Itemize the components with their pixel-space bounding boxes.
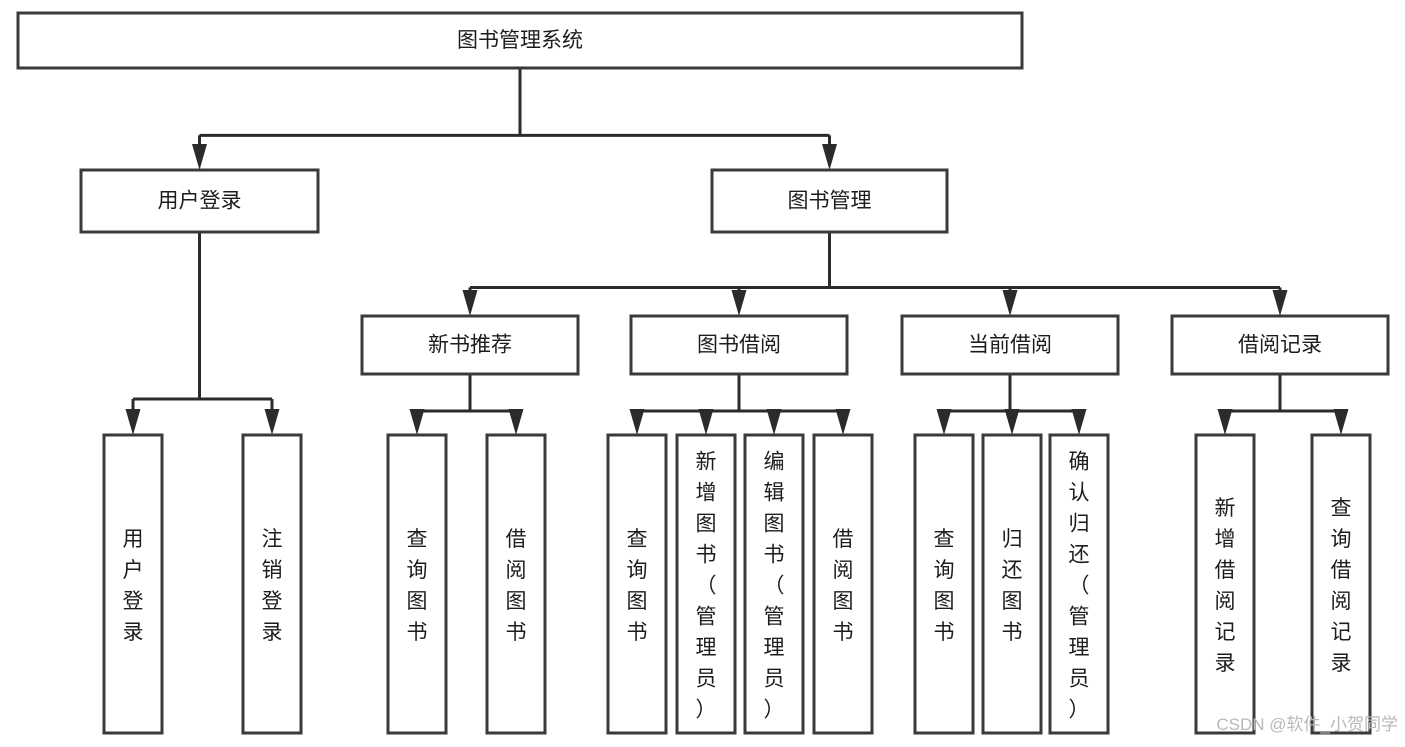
node-leaf-query-book-3[interactable]: 查询图书 [913, 433, 975, 735]
node-leaf-query-book-2[interactable]: 查询图书 [606, 433, 668, 735]
node-box-leaf-borrow-book-1 [485, 433, 547, 735]
node-label-leaf-query-book-1: 查询图书 [407, 528, 428, 644]
node-leaf-query-record[interactable]: 查询借阅记录 [1310, 433, 1372, 735]
node-box-leaf-add-book [675, 433, 737, 735]
node-box-current-borrow [900, 314, 1120, 376]
node-leaf-borrow-book-1[interactable]: 借阅图书 [485, 433, 547, 735]
node-box-leaf-borrow-book-2 [812, 433, 874, 735]
node-box-root [16, 11, 1024, 70]
node-leaf-logout[interactable]: 注销登录 [241, 433, 303, 735]
node-label-leaf-query-book-3: 查询图书 [934, 528, 955, 644]
node-layer: 图书管理系统用户登录图书管理新书推荐图书借阅当前借阅借阅记录用户登录注销登录查询… [16, 11, 1390, 735]
node-box-user-login [79, 168, 320, 234]
node-label-leaf-user-login: 用户登录 [123, 528, 144, 644]
connector-layer [125, 68, 1349, 435]
node-label-leaf-return-book: 归还图书 [1002, 528, 1023, 644]
node-box-leaf-add-record [1194, 433, 1256, 735]
node-label-leaf-borrow-book-2: 借阅图书 [833, 528, 854, 644]
node-label-book-manage: 图书管理 [788, 190, 872, 213]
node-label-book-borrow: 图书借阅 [697, 334, 781, 357]
node-box-leaf-query-book-2 [606, 433, 668, 735]
node-box-leaf-return-book [981, 433, 1043, 735]
node-label-leaf-add-record: 新增借阅记录 [1215, 497, 1236, 675]
node-label-leaf-confirm-return: 确认归还（管理员） [1069, 451, 1090, 722]
node-root[interactable]: 图书管理系统 [16, 11, 1024, 70]
node-leaf-add-book[interactable]: 新增图书（管理员） [675, 433, 737, 735]
node-label-leaf-borrow-book-1: 借阅图书 [506, 528, 527, 644]
node-label-new-book-rec: 新书推荐 [428, 334, 512, 357]
csdn-watermark: CSDN @软件_小贺同学 [1216, 715, 1398, 734]
node-current-borrow[interactable]: 当前借阅 [900, 314, 1120, 376]
node-box-leaf-query-record [1310, 433, 1372, 735]
node-box-leaf-confirm-return [1048, 433, 1110, 735]
node-book-borrow[interactable]: 图书借阅 [629, 314, 849, 376]
node-box-leaf-logout [241, 433, 303, 735]
node-label-leaf-query-book-2: 查询图书 [627, 528, 648, 644]
node-box-book-manage [710, 168, 949, 234]
node-label-leaf-logout: 注销登录 [262, 528, 283, 644]
node-box-leaf-user-login [102, 433, 164, 735]
node-label-leaf-add-book: 新增图书（管理员） [696, 451, 717, 722]
node-leaf-edit-book[interactable]: 编辑图书（管理员） [743, 433, 805, 735]
node-box-book-borrow [629, 314, 849, 376]
node-leaf-query-book-1[interactable]: 查询图书 [386, 433, 448, 735]
node-leaf-borrow-book-2[interactable]: 借阅图书 [812, 433, 874, 735]
node-user-login[interactable]: 用户登录 [79, 168, 320, 234]
node-label-current-borrow: 当前借阅 [968, 334, 1052, 357]
node-label-user-login: 用户登录 [158, 190, 242, 213]
node-box-leaf-query-book-1 [386, 433, 448, 735]
node-box-new-book-rec [360, 314, 580, 376]
node-leaf-return-book[interactable]: 归还图书 [981, 433, 1043, 735]
node-box-borrow-record [1170, 314, 1390, 376]
node-box-leaf-query-book-3 [913, 433, 975, 735]
node-label-root: 图书管理系统 [457, 29, 583, 52]
node-box-leaf-edit-book [743, 433, 805, 735]
node-label-borrow-record: 借阅记录 [1238, 334, 1322, 357]
node-new-book-rec[interactable]: 新书推荐 [360, 314, 580, 376]
node-leaf-user-login[interactable]: 用户登录 [102, 433, 164, 735]
node-label-leaf-edit-book: 编辑图书（管理员） [764, 451, 785, 722]
node-borrow-record[interactable]: 借阅记录 [1170, 314, 1390, 376]
node-book-manage[interactable]: 图书管理 [710, 168, 949, 234]
node-leaf-add-record[interactable]: 新增借阅记录 [1194, 433, 1256, 735]
node-label-leaf-query-record: 查询借阅记录 [1331, 497, 1352, 675]
node-leaf-confirm-return[interactable]: 确认归还（管理员） [1048, 433, 1110, 735]
